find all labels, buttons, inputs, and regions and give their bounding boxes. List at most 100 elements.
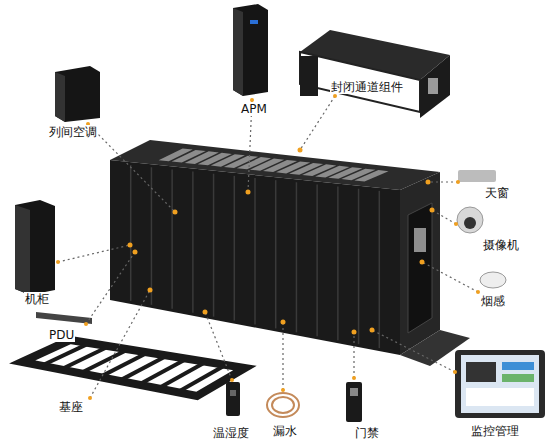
panel-seam xyxy=(337,187,339,341)
th-screen xyxy=(230,390,236,396)
part-label: 基座 xyxy=(58,400,84,414)
part-label: 摄像机 xyxy=(482,238,520,252)
leader-line xyxy=(300,96,335,150)
th-sensor xyxy=(226,382,240,416)
base-bar xyxy=(100,352,148,377)
leader-line xyxy=(428,181,458,182)
leader-line xyxy=(205,312,232,380)
leader-dot xyxy=(128,243,133,248)
part-label: 温湿度 xyxy=(212,426,250,440)
leader-dot xyxy=(420,260,425,265)
door-window xyxy=(414,228,426,252)
aisle-door xyxy=(300,56,318,96)
aisle-roof xyxy=(300,30,450,80)
pdu-bar xyxy=(36,312,92,324)
panel-seam xyxy=(171,169,173,308)
leak-cable xyxy=(267,393,299,417)
part-label: APM xyxy=(240,102,268,116)
leader-dot xyxy=(430,208,435,213)
aisle-door xyxy=(420,55,450,118)
monitor-panel xyxy=(466,388,534,406)
base-bar xyxy=(139,359,187,385)
leader-line xyxy=(353,332,354,378)
leader-dot xyxy=(426,180,431,185)
monitor-bar xyxy=(502,374,534,382)
part-label: 烟感 xyxy=(480,294,506,308)
access-reader xyxy=(346,382,362,422)
container-front xyxy=(110,160,400,355)
base-bar xyxy=(80,349,128,373)
leader-dot xyxy=(456,180,460,184)
leader-line xyxy=(282,322,283,390)
apm-side xyxy=(233,8,243,96)
part-label: 漏水 xyxy=(272,424,298,438)
panel-seam xyxy=(316,184,318,336)
leader-dot xyxy=(203,310,208,315)
part-label: 机柜 xyxy=(24,292,50,306)
ac-side xyxy=(55,72,65,122)
leader-line xyxy=(86,252,135,324)
leader-line xyxy=(432,210,456,224)
leader-dot xyxy=(298,148,303,153)
panel-seam xyxy=(296,182,298,332)
access-keypad xyxy=(350,388,358,396)
leader-dot xyxy=(56,260,60,264)
aisle-front xyxy=(300,52,420,112)
base-bar xyxy=(61,346,109,369)
rack-side xyxy=(15,205,30,295)
leader-dot xyxy=(133,250,138,255)
leader-dot xyxy=(173,210,178,215)
monitor-icon xyxy=(466,362,496,382)
leader-dot xyxy=(246,190,251,195)
smoke-detector xyxy=(480,272,506,288)
panel-seam xyxy=(358,189,360,344)
container-side xyxy=(400,172,440,355)
base-bar xyxy=(178,365,226,392)
leader-dot xyxy=(230,378,234,382)
ac-unit xyxy=(55,66,100,122)
leader-dot xyxy=(84,322,88,326)
leader-line xyxy=(90,290,150,398)
base-bar xyxy=(158,362,206,389)
base-frame xyxy=(22,340,245,396)
part-label: 列间空调 xyxy=(48,125,98,139)
apm-unit xyxy=(233,4,268,96)
part-label: PDU xyxy=(48,328,75,342)
leak-cable xyxy=(272,397,294,413)
monitor-tablet xyxy=(455,350,545,418)
panel-seam xyxy=(254,178,256,325)
panel-seam xyxy=(213,174,215,317)
leader-dot xyxy=(148,288,153,293)
panel-seam xyxy=(130,165,132,301)
leader-dot xyxy=(352,330,357,335)
leader-line xyxy=(372,330,455,372)
panel-seam xyxy=(192,172,194,313)
panel-seam xyxy=(379,191,381,348)
skylight xyxy=(458,170,496,182)
monitor-bar xyxy=(502,362,534,370)
aisle-tile xyxy=(354,170,388,181)
base-bar xyxy=(119,356,167,381)
leader-line xyxy=(58,245,130,262)
camera-dome xyxy=(457,207,483,233)
aisle-assembly xyxy=(300,30,450,118)
leader-dot xyxy=(352,376,356,380)
part-label: 封闭通道组件 xyxy=(330,80,404,94)
leader-dot xyxy=(453,370,457,374)
part-label: 门禁 xyxy=(354,426,380,440)
base-bar xyxy=(41,343,89,366)
container-door xyxy=(408,203,432,333)
part-label: 监控管理 xyxy=(470,424,520,438)
camera-lens xyxy=(464,217,476,229)
part-label: 天窗 xyxy=(484,186,510,200)
leader-dot xyxy=(281,388,285,392)
panel-seam xyxy=(234,176,236,321)
leader-line xyxy=(88,124,175,212)
leader-dot xyxy=(333,94,337,98)
leader-dot xyxy=(370,328,375,333)
apm-led xyxy=(250,20,258,24)
leader-dot xyxy=(454,222,458,226)
rack xyxy=(15,200,55,295)
